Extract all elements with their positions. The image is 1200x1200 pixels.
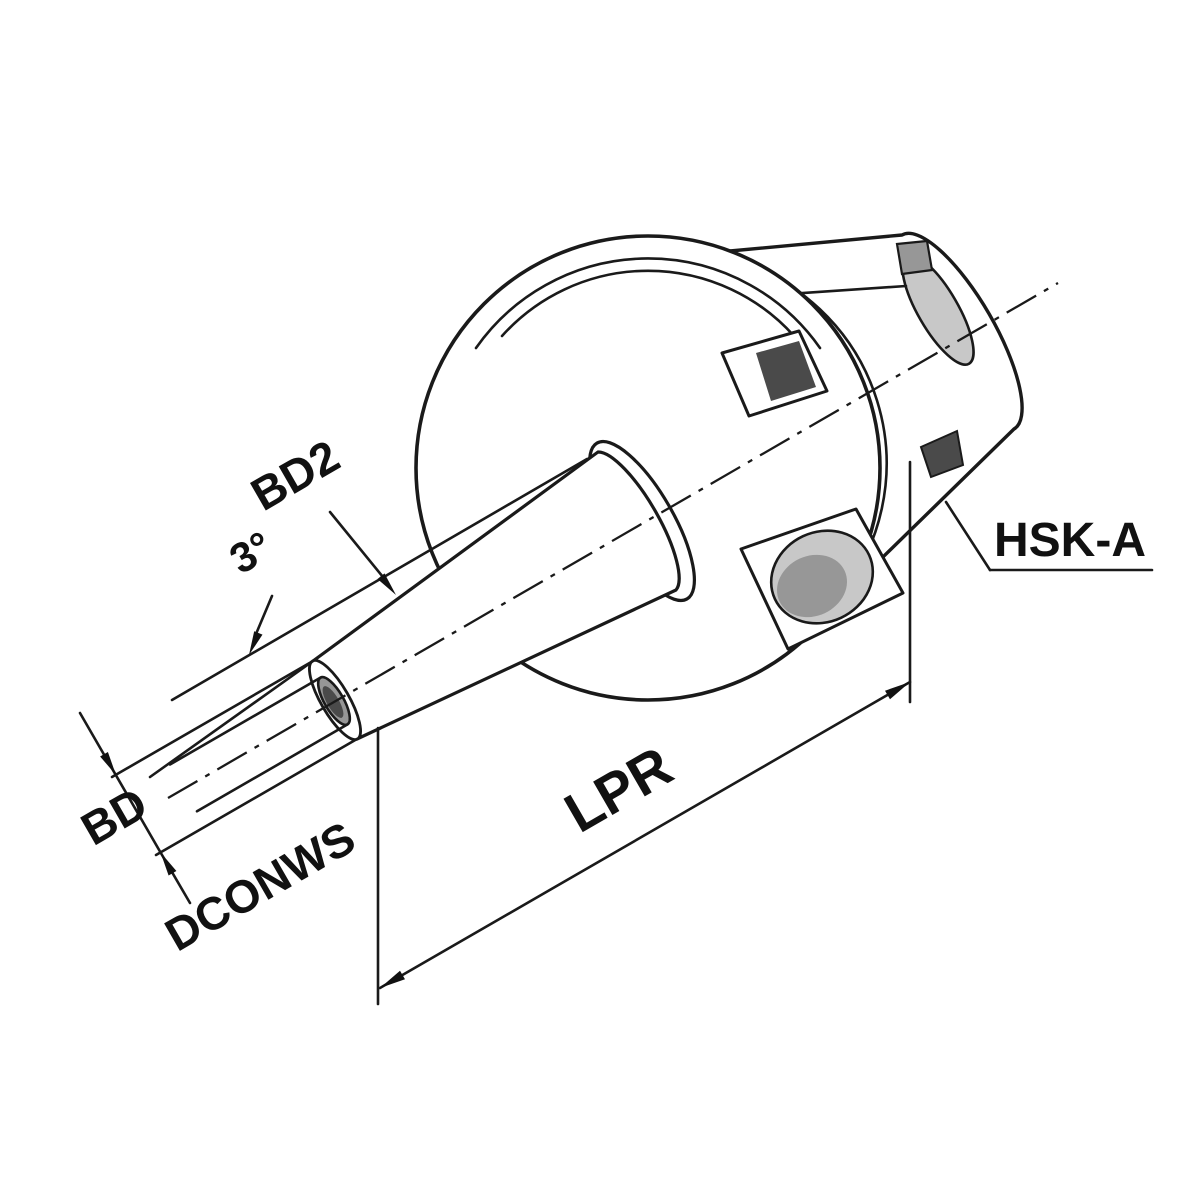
taper-angle-leader — [254, 594, 274, 636]
lpr-arrowhead-left — [380, 970, 405, 988]
dconws-label: DCONWS — [156, 811, 363, 961]
bd2-arrowhead — [377, 573, 396, 595]
flange-rim-groove-inner — [500, 269, 796, 338]
taper-angle-label: 3° — [222, 522, 280, 583]
dimension-lines — [78, 457, 1154, 1006]
hsk-leader — [944, 500, 992, 572]
dconws-extension-top — [168, 676, 322, 766]
clamp-hole-inner — [776, 554, 848, 618]
lpr-arrowhead-right — [885, 682, 910, 700]
side-notch-wedge — [919, 429, 965, 479]
bd-extension-bottom — [154, 737, 359, 857]
dconws-arrowhead — [160, 852, 177, 876]
end-face-notch — [895, 239, 934, 276]
taper-angle-arrowhead — [249, 631, 263, 655]
lpr-dimension-line — [378, 680, 912, 990]
hsk-label: HSK-A — [994, 514, 1146, 567]
drive-slot-top-shadow — [756, 341, 816, 401]
bd2-leader — [328, 510, 385, 579]
dconws-extension-bottom — [195, 723, 349, 813]
centerline — [167, 282, 1059, 799]
bd-arrowhead — [100, 752, 116, 775]
nose-surface-extension-line — [148, 659, 315, 779]
bd-extension-top — [110, 659, 315, 779]
lpr-label: LPR — [554, 734, 682, 845]
bd2-label: BD2 — [242, 430, 348, 521]
flange-rim-groove-outer — [474, 257, 822, 350]
bd-dimension-line — [78, 711, 162, 854]
bd-label: BD — [72, 777, 156, 855]
